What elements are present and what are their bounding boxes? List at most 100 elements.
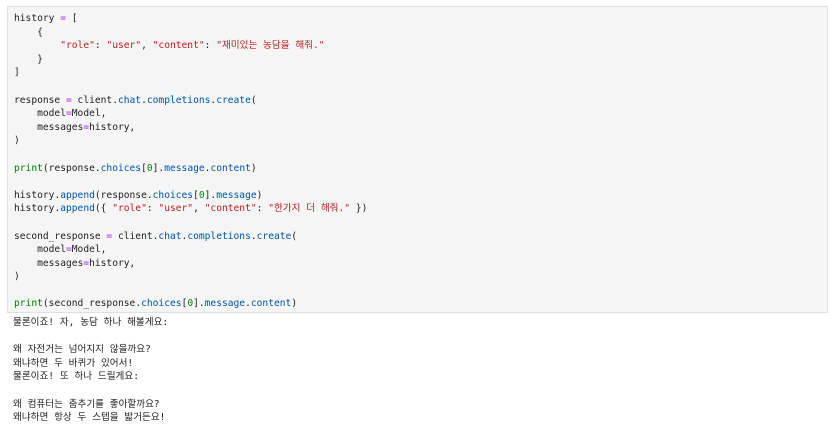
code-token: create bbox=[256, 230, 292, 242]
code-token: "한가지 더 해줘." bbox=[268, 203, 351, 215]
code-token: : bbox=[256, 203, 269, 215]
code-token: }) bbox=[350, 203, 368, 215]
code-token: 0 bbox=[146, 162, 153, 174]
code-token: ]. bbox=[204, 189, 217, 201]
code-token: . bbox=[210, 94, 217, 106]
code-token: client bbox=[112, 230, 153, 242]
code-token: ) bbox=[14, 135, 20, 147]
output-line: 왜냐하면 항상 두 스텝을 밟거든요! bbox=[13, 412, 166, 424]
code-line: ) bbox=[14, 270, 367, 284]
code-token: completions bbox=[187, 230, 251, 242]
code-line: print(second_response.choices[0].message… bbox=[14, 297, 367, 311]
code-token: create bbox=[216, 94, 251, 106]
code-editor[interactable]: history = [ { "role": "user", "content":… bbox=[14, 12, 367, 311]
output-line bbox=[13, 330, 168, 344]
code-token: [ bbox=[181, 298, 188, 310]
code-token: append bbox=[60, 203, 95, 215]
code-token: (response bbox=[94, 189, 147, 201]
output-line: 물론이죠! 또 하나 드릴게요: bbox=[13, 371, 139, 383]
code-token: . bbox=[135, 298, 142, 310]
code-token: . bbox=[54, 203, 61, 215]
code-token: ] bbox=[14, 67, 20, 79]
output-line: 왜 컴퓨터는 춤추기를 좋아할까요? bbox=[13, 398, 160, 410]
code-line: messages=history, bbox=[14, 257, 367, 271]
code-token: messages bbox=[14, 121, 84, 133]
code-token: 0 bbox=[187, 298, 194, 310]
code-token: history, bbox=[89, 257, 136, 269]
code-token: ({ bbox=[94, 203, 113, 215]
code-token: : bbox=[146, 203, 159, 215]
code-token: chat bbox=[117, 94, 142, 106]
code-line: model=Model, bbox=[14, 243, 367, 257]
code-token: . bbox=[181, 230, 188, 242]
code-token: ) bbox=[291, 298, 298, 310]
code-token: history bbox=[14, 189, 55, 201]
code-token: = bbox=[65, 108, 72, 120]
code-token: , bbox=[141, 40, 153, 52]
code-token: ) bbox=[250, 162, 257, 174]
code-token: = bbox=[83, 121, 90, 133]
code-line: history.append(response.choices[0].messa… bbox=[14, 189, 367, 203]
code-token: ) bbox=[256, 189, 263, 201]
code-token: response bbox=[14, 94, 66, 106]
code-token: = bbox=[60, 13, 66, 24]
code-token: "content" bbox=[152, 40, 205, 52]
code-token: ]. bbox=[193, 298, 205, 310]
code-token: choices bbox=[100, 162, 142, 174]
code-line: "role": "user", "content": "재미있는 농담을 해줘.… bbox=[14, 39, 367, 53]
code-token: completions bbox=[146, 94, 211, 106]
code-token: append bbox=[60, 189, 95, 201]
code-line: } bbox=[14, 53, 367, 67]
code-line: ] bbox=[14, 66, 367, 80]
code-line: history = [ bbox=[14, 12, 367, 26]
code-token: chat bbox=[158, 230, 182, 242]
code-token: = bbox=[65, 94, 72, 106]
code-cell[interactable]: history = [ { "role": "user", "content":… bbox=[7, 6, 828, 313]
code-token: history bbox=[14, 13, 61, 24]
code-token: ) bbox=[14, 271, 20, 283]
code-token: . bbox=[146, 189, 153, 201]
code-token: choices bbox=[152, 189, 194, 201]
code-line bbox=[14, 148, 367, 162]
code-token: "role" bbox=[60, 40, 95, 52]
code-token: : bbox=[204, 40, 217, 52]
output-line: 물론이죠! 자, 농담 하나 해볼게요: bbox=[13, 317, 169, 328]
code-line: { bbox=[14, 26, 367, 40]
output-line: 왜냐하면 두 바퀴가 있어서! bbox=[13, 357, 134, 369]
code-line: ) bbox=[14, 134, 367, 148]
code-token: . bbox=[245, 298, 251, 310]
code-token: (second_response bbox=[42, 298, 136, 310]
code-token: "user" bbox=[158, 203, 194, 215]
code-token: message bbox=[164, 162, 205, 174]
code-token: Model, bbox=[71, 244, 107, 256]
code-line: response = client.chat.completions.creat… bbox=[14, 94, 367, 108]
code-token: history, bbox=[89, 121, 136, 133]
code-token: print bbox=[14, 162, 43, 174]
code-token: 0 bbox=[198, 189, 205, 201]
code-token: ( bbox=[250, 94, 257, 106]
code-token: [ bbox=[193, 189, 199, 201]
code-token: content bbox=[210, 162, 251, 174]
code-token: ( bbox=[291, 230, 298, 242]
code-line bbox=[14, 175, 367, 189]
code-token: content bbox=[250, 298, 292, 310]
code-token: model bbox=[14, 108, 66, 120]
code-token: message bbox=[216, 189, 257, 201]
code-token: print bbox=[14, 298, 43, 310]
code-token: messages bbox=[14, 257, 84, 269]
code-token: [ bbox=[141, 162, 147, 174]
code-token: "user" bbox=[106, 40, 142, 52]
code-token: message bbox=[204, 298, 246, 310]
code-token: . bbox=[204, 162, 211, 174]
code-token: = bbox=[65, 244, 72, 256]
code-token: . bbox=[141, 94, 147, 106]
code-token: : bbox=[94, 40, 107, 52]
output-line bbox=[13, 384, 168, 398]
code-token: "content" bbox=[204, 203, 257, 215]
code-token: . bbox=[250, 230, 257, 242]
code-token: . bbox=[54, 189, 61, 201]
code-line: print(response.choices[0].message.conten… bbox=[14, 162, 367, 176]
code-line: second_response = client.chat.completion… bbox=[14, 230, 367, 244]
output-line: 왜 자전거는 넘어지지 않을까요? bbox=[13, 344, 151, 356]
code-token: Model, bbox=[71, 108, 107, 120]
